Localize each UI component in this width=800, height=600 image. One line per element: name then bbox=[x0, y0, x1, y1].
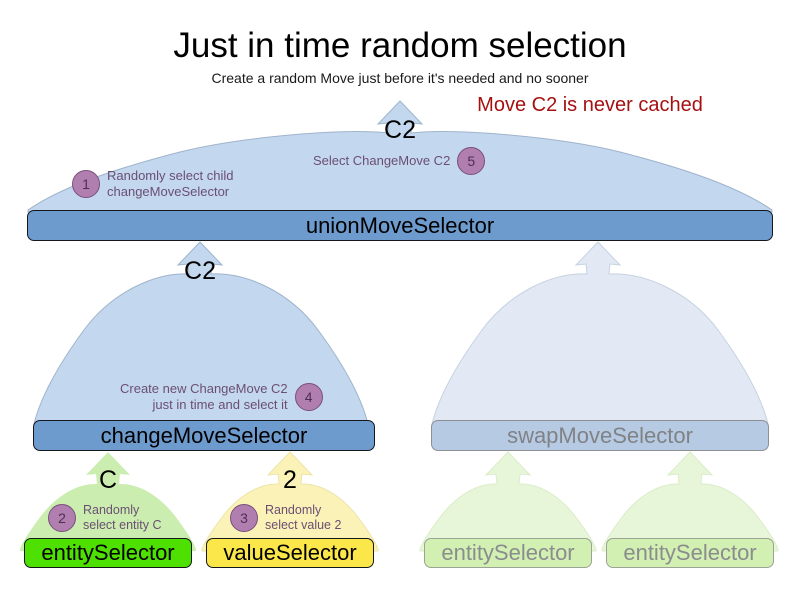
annotation-2: 2 Randomly select entity C bbox=[48, 503, 162, 534]
annotation-5: Select ChangeMove C2 5 bbox=[313, 147, 486, 175]
arrow-caption-union-output: C2 bbox=[384, 116, 416, 144]
page-title: Just in time random selection bbox=[173, 26, 627, 65]
annotation-text-2: Randomly select entity C bbox=[83, 503, 162, 533]
annotation-text-4: Create new ChangeMove C2 just in time an… bbox=[120, 381, 288, 412]
node-union-move-selector[interactable]: unionMoveSelector bbox=[27, 210, 773, 241]
annotation-badge-2: 2 bbox=[48, 504, 76, 533]
arrow-entity-swap-right bbox=[601, 451, 779, 552]
arrow-caption-value-to-change: 2 bbox=[283, 466, 297, 494]
annotation-badge-1: 1 bbox=[72, 169, 100, 198]
node-value-selector-change[interactable]: valueSelector bbox=[206, 538, 374, 568]
node-entity-selector-swap-left[interactable]: entitySelector bbox=[424, 538, 592, 568]
annotation-badge-5: 5 bbox=[457, 147, 486, 175]
node-swap-move-selector[interactable]: swapMoveSelector bbox=[431, 420, 769, 451]
arrow-swap-to-union bbox=[431, 241, 769, 427]
annotation-4: Create new ChangeMove C2 just in time an… bbox=[120, 381, 323, 413]
annotation-1: 1 Randomly select child changeMoveSelect… bbox=[72, 168, 332, 200]
annotation-text-3: Randomly select value 2 bbox=[265, 503, 342, 533]
node-entity-selector-swap-right[interactable]: entitySelector bbox=[606, 538, 774, 568]
annotation-text-5: Select ChangeMove C2 bbox=[313, 153, 451, 169]
node-entity-selector-change[interactable]: entitySelector bbox=[24, 538, 192, 568]
annotation-badge-3: 3 bbox=[230, 504, 258, 533]
page-subtitle: Create a random Move just before it's ne… bbox=[211, 70, 589, 86]
arrow-entity-swap-left bbox=[419, 451, 597, 552]
never-cached-note: Move C2 is never cached bbox=[477, 94, 703, 116]
annotation-3: 3 Randomly select value 2 bbox=[230, 503, 341, 534]
node-change-move-selector[interactable]: changeMoveSelector bbox=[33, 420, 375, 451]
arrow-caption-change-to-union: C2 bbox=[184, 257, 216, 285]
annotation-text-1: Randomly select child changeMoveSelector bbox=[107, 168, 234, 199]
annotation-badge-4: 4 bbox=[294, 382, 323, 411]
arrow-caption-entity-to-change: C bbox=[98, 466, 118, 494]
